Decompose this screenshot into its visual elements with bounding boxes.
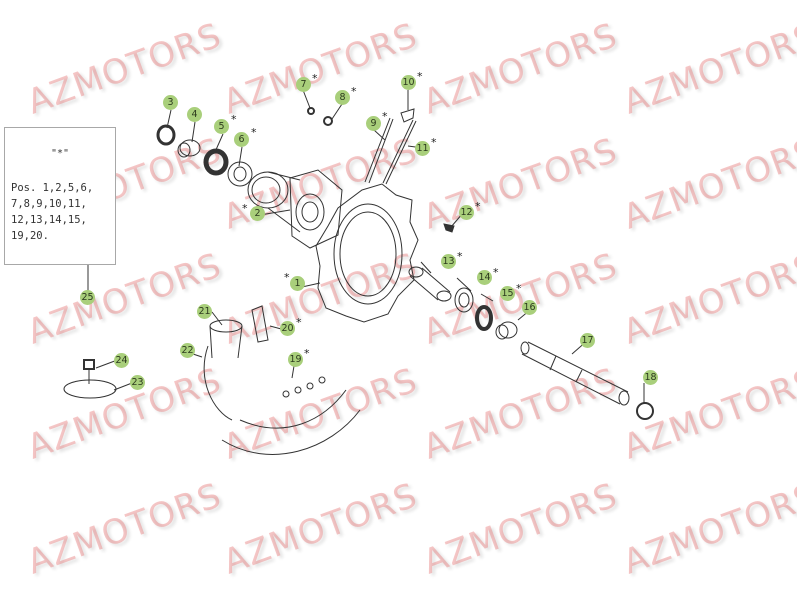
callout-13[interactable]: 13	[441, 254, 456, 269]
asterisk-marker: *	[231, 113, 237, 126]
callout-10[interactable]: 10	[401, 75, 416, 90]
asterisk-marker: *	[457, 250, 463, 263]
asterisk-marker: *	[242, 202, 248, 215]
callout-18[interactable]: 18	[643, 370, 658, 385]
asterisk-marker: *	[351, 85, 357, 98]
callout-20[interactable]: 20	[280, 321, 295, 336]
callout-12[interactable]: 12	[459, 205, 474, 220]
note-title: "*"	[50, 148, 70, 159]
callout-21[interactable]: 21	[197, 304, 212, 319]
callout-8[interactable]: 8	[335, 90, 350, 105]
asterisk-marker: *	[304, 347, 310, 360]
note-text: Pos. 1,2,5,6, 7,8,9,10,11, 12,13,14,15, …	[11, 182, 94, 242]
asterisk-marker: *	[417, 70, 423, 83]
note-box: "*" Pos. 1,2,5,6, 7,8,9,10,11, 12,13,14,…	[4, 127, 116, 265]
callout-14[interactable]: 14	[477, 270, 492, 285]
asterisk-marker: *	[475, 200, 481, 213]
asterisk-marker: *	[251, 126, 257, 139]
callout-3[interactable]: 3	[163, 95, 178, 110]
callout-17[interactable]: 17	[580, 333, 595, 348]
callout-9[interactable]: 9	[366, 116, 381, 131]
callout-4[interactable]: 4	[187, 107, 202, 122]
callout-25[interactable]: 25	[80, 290, 95, 305]
callout-16[interactable]: 16	[522, 300, 537, 315]
asterisk-marker: *	[516, 282, 522, 295]
asterisk-marker: *	[382, 110, 388, 123]
callout-22[interactable]: 22	[180, 343, 195, 358]
asterisk-marker: *	[431, 136, 437, 149]
callout-15[interactable]: 15	[500, 286, 515, 301]
asterisk-marker: *	[493, 266, 499, 279]
asterisk-marker: *	[284, 271, 290, 284]
asterisk-marker: *	[296, 316, 302, 329]
callout-7[interactable]: 7	[296, 77, 311, 92]
callout-5[interactable]: 5	[214, 119, 229, 134]
callout-1[interactable]: 1	[290, 276, 305, 291]
callout-24[interactable]: 24	[114, 353, 129, 368]
callout-11[interactable]: 11	[415, 141, 430, 156]
callout-2[interactable]: 2	[250, 206, 265, 221]
callout-23[interactable]: 23	[130, 375, 145, 390]
callout-6[interactable]: 6	[234, 132, 249, 147]
asterisk-marker: *	[312, 72, 318, 85]
callout-19[interactable]: 19	[288, 352, 303, 367]
